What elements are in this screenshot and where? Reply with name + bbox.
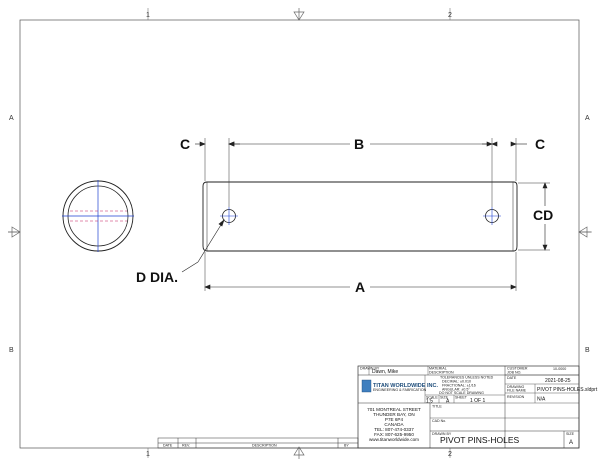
cad-no-label: CAD No. bbox=[432, 419, 446, 423]
date-value: 2021-08-25 bbox=[545, 378, 571, 384]
job-no-label: JOB NO. bbox=[507, 371, 521, 375]
pin-end-view bbox=[62, 180, 134, 252]
center-mark-bottom-icon bbox=[293, 446, 305, 459]
size-value: A bbox=[446, 399, 450, 405]
size-label: SIZE bbox=[440, 396, 449, 400]
scale-label: SCALE bbox=[426, 396, 438, 400]
zone-left-b: B bbox=[9, 347, 14, 354]
zone-top-2: 2 bbox=[448, 12, 452, 19]
dim-label-c-left: C bbox=[180, 136, 190, 152]
company-name: TITAN WORLDWIDE INC. bbox=[373, 383, 438, 389]
scale-value: 1:5 bbox=[426, 399, 433, 405]
company-logo: TITAN WORLDWIDE INC. ENGINEERING & FABRI… bbox=[361, 379, 438, 393]
size-bottom-label: SIZE bbox=[566, 432, 575, 436]
address-line-3: P7E 6P4 bbox=[385, 417, 404, 422]
dim-label-d-dia: D DIA. bbox=[136, 269, 178, 285]
tolerance-line-1: DECIMAL: ±0.010 bbox=[442, 380, 471, 384]
address-line-1: 701 MONTREAL STREET bbox=[367, 407, 421, 412]
date-label: DATE bbox=[507, 376, 517, 380]
drawing-label: DRAWING bbox=[507, 385, 524, 389]
revision-label: REVISION bbox=[507, 395, 525, 399]
center-mark-right-icon bbox=[578, 226, 591, 238]
rev-header-by: BY bbox=[344, 444, 349, 448]
tolerance-note: DO NOT SCALE DRAWING bbox=[439, 391, 484, 395]
globe-icon bbox=[361, 379, 372, 393]
job-no-value: 10-0000 bbox=[553, 367, 566, 371]
centering-marks bbox=[8, 8, 591, 459]
address-line-6: FAX: 807-625-9950 bbox=[374, 432, 414, 437]
zone-right-b: B bbox=[585, 347, 590, 354]
company-tagline: ENGINEERING & FABRICATION bbox=[373, 388, 427, 392]
material-label: MATERIAL bbox=[429, 367, 447, 371]
rev-header-description: DESCRIPTION bbox=[252, 444, 277, 448]
address-line-2: THUNDER BAY, ON bbox=[373, 412, 414, 417]
description-label: DESCRIPTION bbox=[429, 371, 454, 375]
zone-top-1: 1 bbox=[146, 12, 150, 19]
zone-bottom-1: 1 bbox=[146, 451, 150, 458]
title-block bbox=[357, 365, 580, 449]
tolerance-header: TOLERANCES UNLESS NOTED bbox=[440, 376, 494, 380]
revision-table bbox=[157, 437, 359, 449]
center-mark-left-icon bbox=[8, 226, 21, 238]
file-name-value: PIVOT PINS-HOLES.sldprt bbox=[537, 387, 598, 393]
dim-label-a: A bbox=[355, 279, 365, 295]
address-line-5: TEL: 807-474-0337 bbox=[374, 427, 414, 432]
drawn-by-bottom-label: DRAWN BY bbox=[432, 432, 452, 436]
zone-left-a: A bbox=[9, 115, 14, 122]
address-line-4: CANADA bbox=[384, 422, 404, 427]
dim-label-b: B bbox=[354, 136, 364, 152]
address-line-7: www.titanworldwide.com bbox=[369, 437, 419, 442]
dim-label-c-right: C bbox=[535, 136, 545, 152]
pin-side-view bbox=[202, 181, 518, 252]
zone-bottom-2: 2 bbox=[448, 451, 452, 458]
sheet-value: 1 OF 1 bbox=[470, 398, 486, 404]
sheet-label: SHEET bbox=[455, 396, 468, 400]
rev-header-rev: REV. bbox=[182, 444, 190, 448]
zone-ticks bbox=[8, 8, 592, 458]
zone-right-a: A bbox=[585, 115, 590, 122]
title-label: TITLE bbox=[432, 405, 442, 409]
rev-header-date: DATE bbox=[163, 444, 173, 448]
drawn-by-value: Dawn, Mike bbox=[372, 369, 398, 375]
size-bottom-value: A bbox=[569, 440, 573, 446]
center-mark-top-icon bbox=[293, 8, 305, 21]
tolerance-line-2: FRACTIONAL: ±1/16 bbox=[442, 384, 476, 388]
file-name-label: FILE NAME bbox=[507, 389, 527, 393]
pin-hole-right bbox=[483, 207, 501, 225]
tolerance-line-3: ANGULAR: ±0.5° bbox=[442, 388, 470, 392]
customer-label: CUSTOMER bbox=[507, 367, 528, 371]
sheet-border bbox=[19, 19, 580, 449]
drawn-by-label: DRAWN BY bbox=[360, 367, 380, 371]
extension-lines bbox=[204, 138, 550, 291]
part-title: PIVOT PINS-HOLES bbox=[440, 435, 520, 445]
pin-hole-left bbox=[220, 207, 238, 225]
dim-label-cd: CD bbox=[533, 207, 553, 223]
revision-value: N/A bbox=[537, 397, 546, 403]
